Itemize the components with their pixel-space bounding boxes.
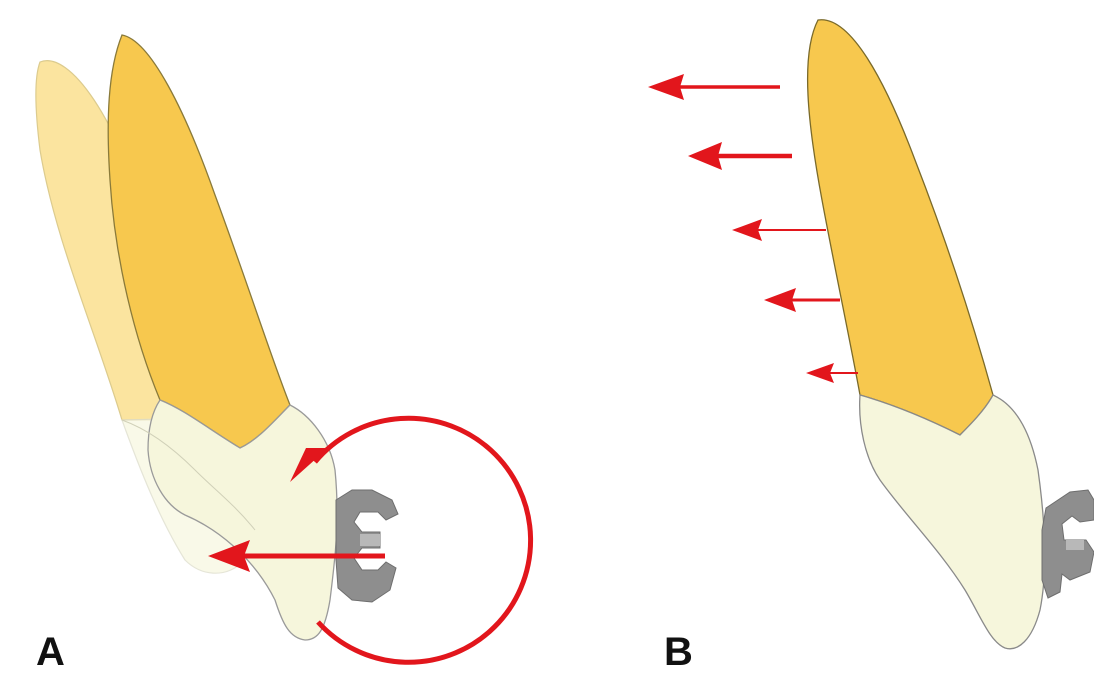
bracket-b-slot [1066, 540, 1084, 550]
panel-a [36, 35, 531, 662]
panel-label-a: A [36, 632, 65, 672]
panel-label-b: B [664, 632, 693, 672]
bracket-a [336, 490, 398, 602]
red-arrow-icon [764, 288, 840, 312]
bracket-b [1042, 490, 1094, 598]
red-arrow-icon [688, 142, 792, 170]
red-arrow-icon [648, 74, 780, 100]
tooth-b [808, 20, 1045, 649]
red-arrow-icon [806, 363, 858, 383]
crown-b [860, 395, 1045, 649]
bracket-slot [360, 534, 380, 546]
panel-b [648, 20, 1094, 649]
red-arrow-icon [732, 219, 826, 241]
